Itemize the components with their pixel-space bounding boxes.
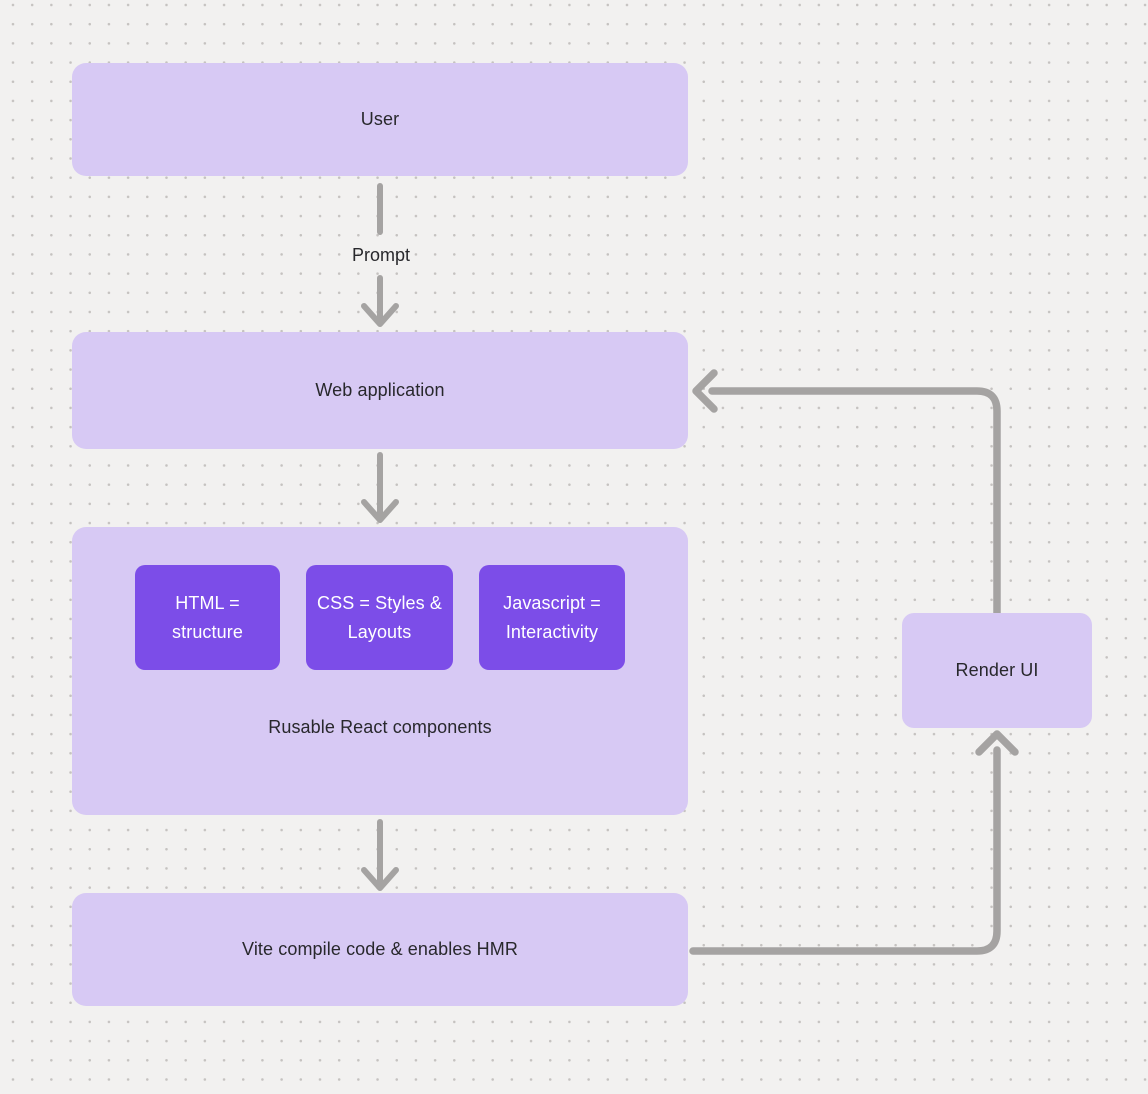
edge-label-prompt: Prompt — [351, 245, 411, 265]
node-render-ui-label: Render UI — [955, 660, 1039, 680]
edge-webapp-to-components-arrowhead-icon — [361, 499, 399, 523]
components-row: HTML = structure CSS = Styles & Layouts … — [72, 527, 688, 670]
node-html-label: HTML = structure — [172, 592, 243, 642]
edge-renderui-to-webapp-arrowhead-icon — [692, 369, 718, 413]
node-user-label: User — [360, 109, 400, 129]
node-html: HTML = structure — [135, 565, 280, 670]
node-css-label: CSS = Styles & Layouts — [317, 592, 442, 642]
node-render-ui: Render UI — [902, 613, 1092, 728]
components-group-caption: Rusable React components — [268, 717, 492, 737]
node-vite-label: Vite compile code & enables HMR — [242, 939, 518, 959]
node-javascript-label: Javascript = Interactivity — [503, 592, 601, 642]
node-components-group: HTML = structure CSS = Styles & Layouts … — [72, 527, 688, 815]
edge-vite-to-renderui-arrowhead-icon — [975, 730, 1019, 756]
node-web-application: Web application — [72, 332, 688, 449]
edge-vite-to-renderui-line — [689, 746, 1001, 955]
node-vite: Vite compile code & enables HMR — [72, 893, 688, 1006]
node-css: CSS = Styles & Layouts — [306, 565, 453, 670]
edge-components-to-vite-arrowhead-icon — [361, 867, 399, 891]
node-user: User — [72, 63, 688, 176]
edge-prompt-to-webapp-arrowhead-icon — [361, 303, 399, 327]
node-web-application-label: Web application — [315, 380, 445, 400]
node-javascript: Javascript = Interactivity — [479, 565, 625, 670]
edge-renderui-to-webapp-line — [708, 387, 1001, 617]
